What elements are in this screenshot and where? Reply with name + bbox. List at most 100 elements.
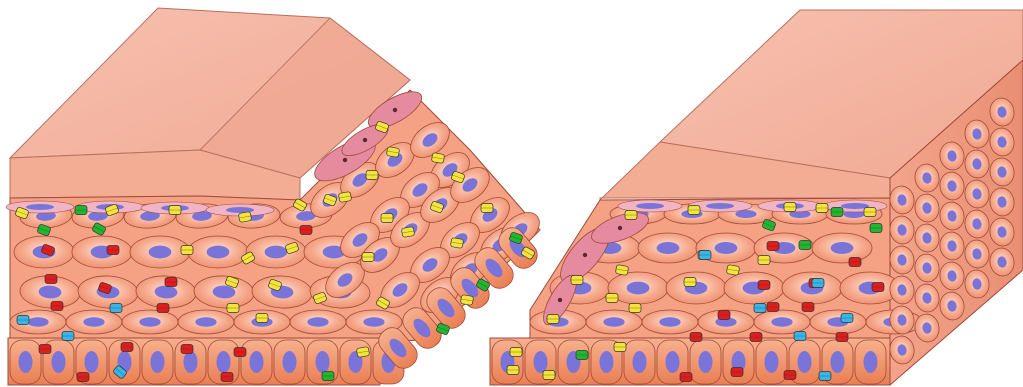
marker-red	[690, 333, 702, 342]
nucleus	[534, 351, 548, 373]
marker-red	[221, 373, 233, 382]
marker-yellow	[450, 238, 463, 249]
basal-cell	[274, 340, 305, 384]
marker-red	[758, 281, 770, 290]
nucleus	[151, 351, 165, 373]
marker-green	[322, 372, 334, 381]
nucleus	[85, 351, 99, 373]
nucleus	[139, 317, 160, 327]
marker-cyan	[794, 332, 806, 341]
marker-yellow	[181, 246, 193, 255]
marker-red	[750, 333, 762, 342]
marker-yellow	[401, 227, 414, 238]
marker-cyan	[110, 304, 122, 313]
marker-yellow	[366, 171, 378, 180]
marker-red	[39, 345, 51, 354]
cell	[188, 236, 248, 268]
marker-red	[836, 333, 848, 342]
marker-red	[680, 373, 692, 382]
right-tissue-block	[490, 10, 1023, 385]
nucleus	[307, 317, 328, 327]
marker-red	[300, 226, 312, 235]
marker-yellow	[684, 278, 696, 287]
marker-red	[181, 345, 193, 354]
marker-cyan	[62, 332, 74, 341]
marker-cyan	[754, 304, 766, 313]
cell	[782, 272, 842, 304]
nucleus	[699, 351, 713, 373]
marker-yellow	[227, 304, 239, 313]
nucleus	[831, 351, 845, 373]
marker-cyan	[699, 251, 711, 260]
marker-yellow	[571, 276, 583, 285]
cell	[642, 310, 698, 334]
basal-cell	[142, 340, 173, 384]
cell	[246, 236, 306, 268]
basal-cell	[855, 340, 886, 384]
marker-red	[802, 303, 814, 312]
marker-yellow	[338, 192, 351, 203]
cell	[290, 310, 346, 334]
nucleus	[657, 242, 680, 254]
marker-yellow	[507, 366, 519, 375]
nucleus	[771, 317, 792, 327]
nucleus	[149, 246, 172, 259]
nucleus	[363, 317, 384, 327]
cell	[72, 236, 132, 268]
basal-cell	[756, 340, 787, 384]
marker-yellow	[510, 348, 522, 357]
marker-yellow	[864, 208, 876, 217]
marker-red	[121, 343, 133, 352]
nucleus	[217, 351, 231, 373]
nucleus	[706, 203, 734, 209]
nucleus	[316, 351, 330, 373]
marker-red	[234, 348, 246, 357]
nucleus	[195, 317, 216, 327]
marker-yellow	[256, 314, 268, 323]
marker-cyan	[841, 314, 853, 323]
marker-yellow	[547, 315, 559, 324]
cell	[724, 272, 784, 304]
marker-yellow	[688, 206, 700, 215]
marker-cyan	[819, 372, 831, 381]
cell	[178, 310, 234, 334]
cell	[812, 233, 872, 263]
marker-yellow	[169, 206, 181, 215]
marker-yellow	[481, 204, 493, 213]
marker-yellow	[615, 265, 628, 276]
marker-red	[718, 311, 730, 320]
marker-yellow	[381, 214, 393, 223]
basal-cell	[690, 340, 721, 384]
marker-red	[157, 304, 169, 313]
cell	[122, 310, 178, 334]
nucleus	[659, 317, 680, 327]
marker-cyan	[17, 316, 29, 325]
cell	[754, 310, 810, 334]
nucleus	[250, 351, 264, 373]
nucleus	[666, 351, 680, 373]
nucleus	[636, 203, 664, 209]
nucleus	[600, 351, 614, 373]
cell	[66, 310, 122, 334]
marker-green	[870, 224, 882, 233]
marker-yellow	[726, 265, 739, 276]
marker-red	[51, 302, 63, 311]
marker-red	[872, 283, 884, 292]
cell	[638, 233, 698, 263]
marker-yellow	[816, 204, 828, 213]
nucleus	[831, 242, 854, 254]
nucleus	[26, 204, 54, 210]
nucleus	[798, 351, 812, 373]
cell	[586, 310, 642, 334]
nucleus	[265, 246, 288, 259]
marker-green	[831, 208, 843, 217]
nucleus	[283, 351, 297, 373]
marker-green	[576, 351, 588, 360]
marker-red	[849, 258, 861, 267]
basal-cell	[558, 340, 589, 384]
marker-yellow	[356, 347, 369, 358]
nucleus	[52, 351, 66, 373]
marker-yellow	[238, 212, 251, 223]
nucleus	[184, 351, 198, 373]
